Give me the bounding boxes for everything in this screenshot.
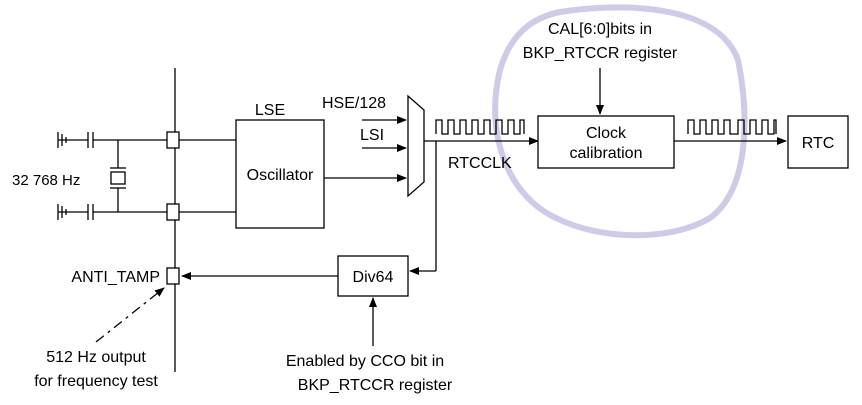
lsi-label: LSI	[360, 127, 384, 144]
anti-tamp-label: ANTI_TAMP	[71, 269, 160, 286]
rtcclk-waveform	[435, 119, 525, 135]
cal-note-line2: BKP_RTCCR register	[523, 45, 678, 62]
highlight-circle	[492, 4, 748, 239]
div64-label: Div64	[353, 269, 394, 286]
oscillator-label: Oscillator	[247, 167, 314, 184]
output-dashed-arrow	[95, 287, 165, 343]
cco-note-line2: BKP_RTCCR register	[298, 377, 453, 394]
pin-anti-tamp	[166, 267, 180, 285]
clock-calibration-label-line2: calibration	[570, 145, 643, 162]
clock-mux	[407, 94, 425, 198]
cal-note-line1: CAL[6:0]bits in	[548, 21, 652, 38]
cco-note-line1: Enabled by CCO bit in	[286, 353, 444, 370]
rtcclk-label: RTCCLK	[448, 155, 512, 172]
ground-symbol-top	[57, 132, 167, 148]
pin-osc-in	[166, 131, 180, 149]
pin-osc-out	[166, 203, 180, 221]
clock-calibration-label-line1: Clock	[586, 125, 627, 142]
calibrated-waveform	[687, 119, 777, 135]
lse-label: LSE	[255, 102, 285, 119]
rtc-block	[787, 115, 849, 169]
rtc-label: RTC	[802, 135, 835, 152]
crystal-frequency-label: 32 768 Hz	[12, 172, 80, 189]
hse-label: HSE/128	[322, 95, 386, 112]
output-note-line2: for frequency test	[34, 373, 158, 390]
clock-calibration-block	[537, 115, 675, 169]
div64-block	[337, 255, 409, 297]
output-note-line1: 512 Hz output	[46, 349, 146, 366]
oscillator-block	[235, 119, 325, 229]
ground-symbol-bottom	[57, 204, 167, 220]
crystal-icon	[110, 140, 126, 212]
